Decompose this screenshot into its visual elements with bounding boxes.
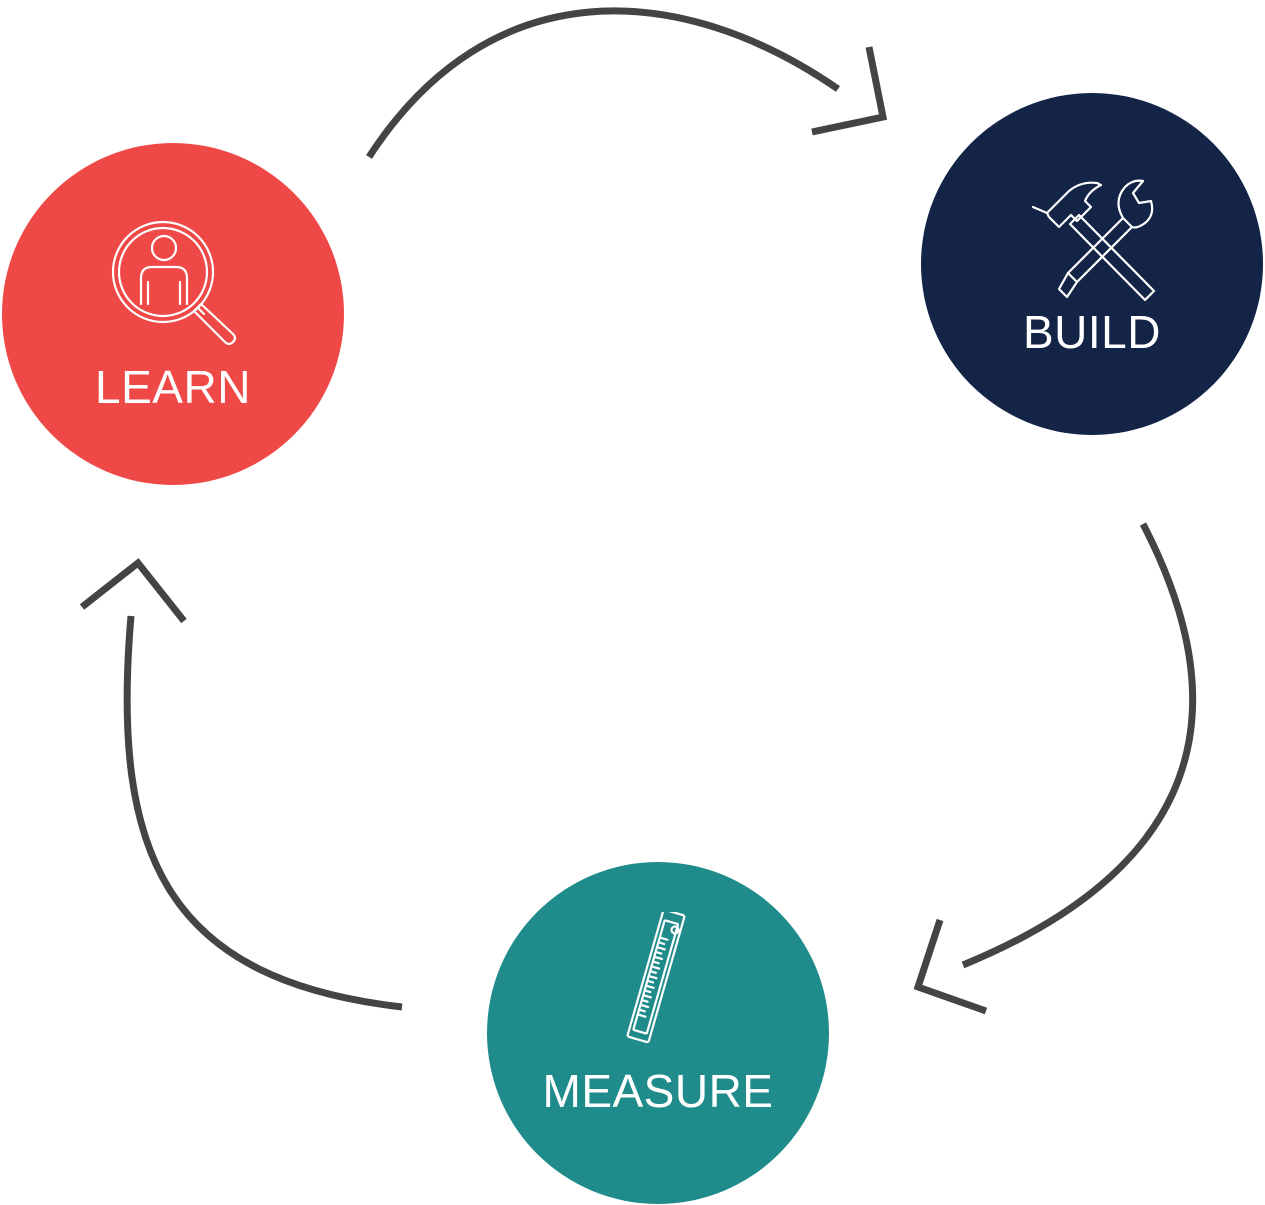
ruler-icon — [626, 912, 686, 1044]
learn-label: LEARN — [95, 361, 251, 413]
arrow-measure-to-learn — [79, 558, 403, 1011]
arrow-build-to-measure — [913, 522, 1197, 1015]
arrow-learn-to-build — [366, 7, 888, 159]
measure-label: MEASURE — [542, 1065, 774, 1117]
learn-node: LEARN — [2, 143, 344, 485]
build-node: BUILD — [921, 93, 1263, 435]
build-label: BUILD — [1023, 306, 1161, 358]
hammer-wrench-icon — [1031, 179, 1156, 302]
measure-node: MEASURE — [487, 862, 829, 1204]
user-search-icon — [111, 220, 237, 345]
